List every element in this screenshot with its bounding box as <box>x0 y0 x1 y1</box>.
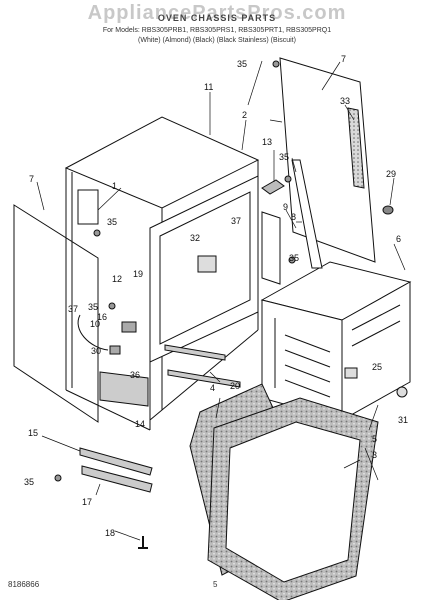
callout-14: 14 <box>135 419 145 429</box>
callout-37-b: 37 <box>68 304 78 314</box>
colors-line: (White) (Almond) (Black) (Black Stainles… <box>138 37 296 44</box>
watermark: AppliancePartsPros.com <box>87 2 347 24</box>
callout-11: 11 <box>204 82 213 92</box>
screw-icon <box>288 256 296 264</box>
callout-12: 12 <box>112 274 122 284</box>
callout-1: 1 <box>112 181 117 191</box>
callout-15: 15 <box>28 428 38 438</box>
screw-icon <box>272 60 280 68</box>
callout-6: 6 <box>396 234 401 244</box>
callout-13: 13 <box>262 137 272 147</box>
callout-18: 18 <box>105 528 115 538</box>
callout-4: 4 <box>210 383 215 393</box>
callout-7-side: 7 <box>29 174 34 184</box>
models-line: For Models: RBS305PRB1, RBS305PRS1, RBS3… <box>102 27 332 34</box>
diagram-title: OVEN CHASSIS PARTS <box>157 13 277 23</box>
callout-35-e: 35 <box>88 302 98 312</box>
insulation-wrap <box>207 397 379 600</box>
callout-8: 8 <box>291 212 296 222</box>
screw-icon <box>93 229 101 237</box>
callout-19: 19 <box>133 269 143 279</box>
terminal-box <box>99 371 149 407</box>
oven-knob <box>382 205 394 215</box>
oven-light <box>396 386 408 398</box>
callout-7-rear: 7 <box>341 54 346 64</box>
callout-32: 32 <box>190 233 200 243</box>
leveling-leg <box>138 536 148 549</box>
callout-33: 33 <box>340 96 350 106</box>
callout-37-a: 37 <box>231 216 241 226</box>
callout-5: 5 <box>372 434 377 444</box>
callout-35-b: 35 <box>107 217 117 227</box>
page-number: 5 <box>213 580 218 589</box>
callout-9: 9 <box>283 202 288 212</box>
callout-35-a: 35 <box>237 59 247 69</box>
callout-36: 36 <box>130 370 140 380</box>
bottom-bracket-upper <box>79 447 153 476</box>
vent-cap <box>261 179 285 195</box>
lamp-holder <box>344 367 358 379</box>
diagram-code: 8186866 <box>8 580 40 589</box>
callout-20: 20 <box>230 381 240 391</box>
rear-insulation-strip <box>347 107 365 189</box>
callout-17: 17 <box>82 497 92 507</box>
callout-31: 31 <box>398 415 408 425</box>
side-bracket <box>261 211 281 285</box>
relay <box>197 255 217 273</box>
callout-35-f: 35 <box>24 477 34 487</box>
screw-icon <box>54 474 62 482</box>
callout-30: 30 <box>91 346 101 356</box>
bottom-bracket-lower <box>81 465 153 493</box>
callout-29: 29 <box>386 169 396 179</box>
screw-icon <box>284 175 292 183</box>
wire-harness <box>77 314 109 351</box>
callout-3: 3 <box>372 450 377 460</box>
screw-icon <box>108 302 116 310</box>
vent-duct <box>291 159 323 269</box>
control-box <box>77 189 99 225</box>
callout-16: 16 <box>97 312 107 322</box>
side-panel-left <box>13 204 99 423</box>
switch <box>121 321 137 333</box>
callout-35-c: 35 <box>279 152 289 162</box>
callout-35-d: 35 <box>289 253 299 263</box>
callout-10: 10 <box>90 319 100 329</box>
oven-cavity <box>260 261 412 421</box>
terminal-block <box>109 345 121 355</box>
front-rail <box>164 344 226 361</box>
callout-2: 2 <box>242 110 247 120</box>
callout-25: 25 <box>372 362 382 372</box>
